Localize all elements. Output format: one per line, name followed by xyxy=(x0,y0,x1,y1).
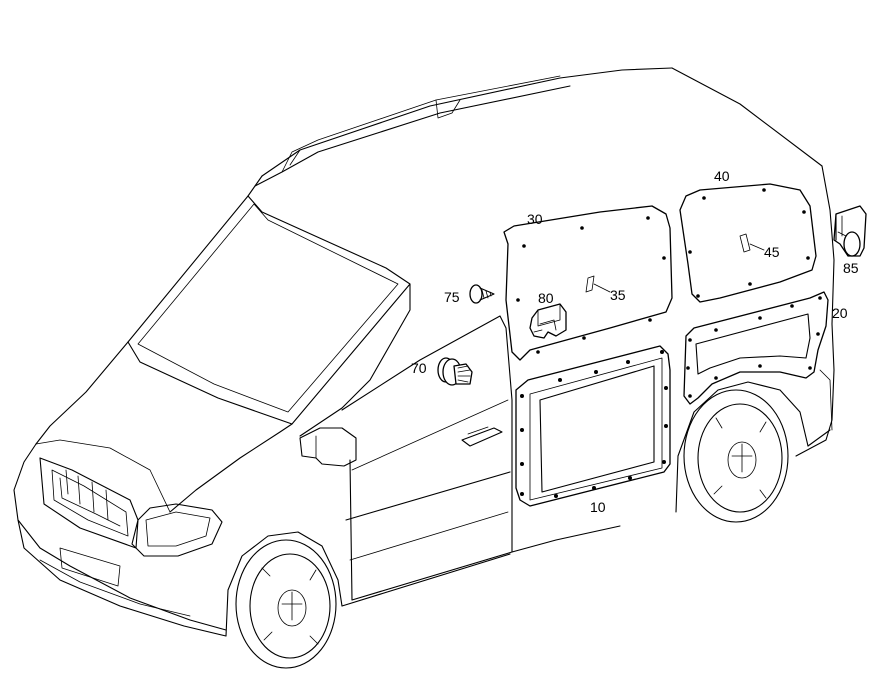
label-70: 70 xyxy=(411,360,427,376)
leader-45 xyxy=(749,243,765,251)
label-20: 20 xyxy=(832,305,848,321)
van-body-outline xyxy=(13,67,835,669)
panel-40 xyxy=(679,183,817,303)
label-30: 30 xyxy=(527,211,543,227)
panel-20 xyxy=(683,291,829,405)
part-35-clip xyxy=(585,275,595,293)
part-75-screw xyxy=(469,284,495,304)
part-70-plug xyxy=(437,357,473,386)
panel-30 xyxy=(503,205,673,361)
part-45-clip xyxy=(739,233,751,253)
label-45: 45 xyxy=(764,244,780,260)
label-85: 85 xyxy=(843,260,859,276)
leader-35 xyxy=(593,283,611,293)
panel-10 xyxy=(515,345,671,507)
label-35: 35 xyxy=(610,287,626,303)
part-80-bracket xyxy=(529,303,567,339)
label-75: 75 xyxy=(444,289,460,305)
label-10: 10 xyxy=(590,499,606,515)
label-80: 80 xyxy=(538,290,554,306)
part-85-bracket xyxy=(833,205,867,257)
label-40: 40 xyxy=(714,168,730,184)
